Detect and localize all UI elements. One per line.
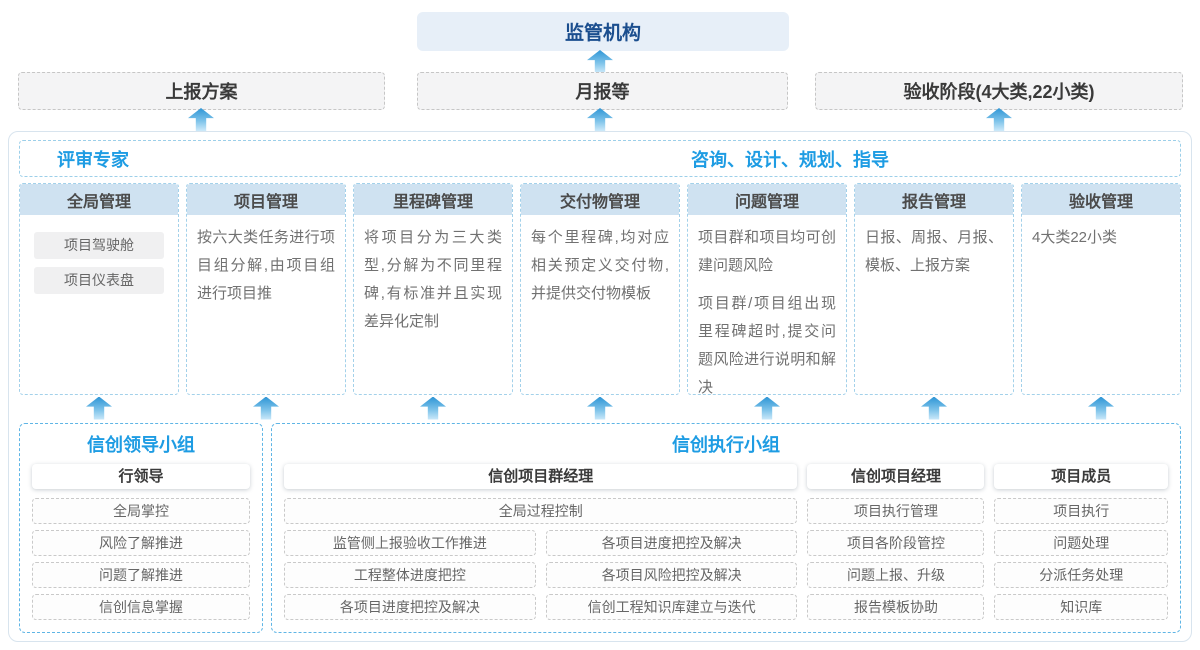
project-manager-item: 项目各阶段管控 bbox=[807, 530, 985, 556]
column-paragraph: 项目群和项目均可创建问题风险 bbox=[698, 229, 836, 274]
top-box-report-plan: 上报方案 bbox=[18, 72, 385, 110]
column-paragraph: 每个里程碑,均对应相关预定义交付物,并提供交付物模板 bbox=[531, 229, 669, 302]
project-manager-column: 信创项目经理 项目执行管理 项目各阶段管控 问题上报、升级 报告模板协助 bbox=[807, 464, 985, 626]
column-paragraph: 将项目分为三大类型,分解为不同里程碑,有标准并且实现差异化定制 bbox=[364, 229, 502, 330]
program-manager-role-box: 信创项目群经理 bbox=[284, 464, 798, 489]
member-item: 分派任务处理 bbox=[994, 562, 1168, 588]
top-box-monthly-report: 月报等 bbox=[417, 72, 788, 110]
project-manager-item: 问题上报、升级 bbox=[807, 562, 985, 588]
arrow-up-icon bbox=[1088, 396, 1114, 420]
column-global-management: 全局管理 项目驾驶舱 项目仪表盘 bbox=[19, 183, 179, 395]
column-body: 将项目分为三大类型,分解为不同里程碑,有标准并且实现差异化定制 bbox=[354, 215, 512, 355]
member-item: 知识库 bbox=[994, 594, 1168, 620]
member-item: 问题处理 bbox=[994, 530, 1168, 556]
arrow-up-icon bbox=[754, 396, 780, 420]
program-manager-column: 信创项目群经理 全局过程控制 监管侧上报验收工作推进 各项目进度把控及解决 工程… bbox=[284, 464, 798, 626]
member-item: 项目执行 bbox=[994, 498, 1168, 524]
column-header: 报告管理 bbox=[855, 184, 1013, 215]
arrow-up-icon bbox=[921, 396, 947, 420]
column-paragraph: 日报、周报、月报、模板、上报方案 bbox=[865, 229, 1003, 274]
consulting-design-label: 咨询、设计、规划、指导 bbox=[691, 149, 889, 170]
leader-item: 风险了解推进 bbox=[32, 530, 250, 556]
column-header: 验收管理 bbox=[1022, 184, 1180, 215]
column-body: 按六大类任务进行项目组分解,由项目组进行项目推 bbox=[187, 215, 345, 327]
exec-group-title: 信创执行小组 bbox=[672, 435, 780, 455]
leader-group: 信创领导小组 行领导 全局掌控 风险了解推进 问题了解推进 信创信息掌握 bbox=[19, 423, 263, 633]
arrow-up-icon bbox=[587, 396, 613, 420]
column-header: 全局管理 bbox=[20, 184, 178, 215]
exec-group: 信创执行小组 信创项目群经理 全局过程控制 监管侧上报验收工作推进 各项目进度把… bbox=[271, 423, 1181, 633]
column-milestone-management: 里程碑管理 将项目分为三大类型,分解为不同里程碑,有标准并且实现差异化定制 bbox=[353, 183, 513, 395]
column-deliverable-management: 交付物管理 每个里程碑,均对应相关预定义交付物,并提供交付物模板 bbox=[520, 183, 680, 395]
column-paragraph: 4大类22小类 bbox=[1032, 229, 1118, 246]
column-body: 每个里程碑,均对应相关预定义交付物,并提供交付物模板 bbox=[521, 215, 679, 327]
column-body: 日报、周报、月报、模板、上报方案 bbox=[855, 215, 1013, 299]
column-acceptance-management: 验收管理 4大类22小类 bbox=[1021, 183, 1181, 395]
arrow-up-icon bbox=[420, 396, 446, 420]
program-manager-item: 各项目风险把控及解决 bbox=[545, 562, 798, 588]
program-manager-item: 监管侧上报验收工作推进 bbox=[284, 530, 536, 556]
column-body: 项目驾驶舱 项目仪表盘 bbox=[20, 215, 178, 305]
leader-group-title: 信创领导小组 bbox=[87, 435, 195, 455]
main-panel: 评审专家 咨询、设计、规划、指导 全局管理 项目驾驶舱 项目仪表盘 项目管理 按… bbox=[8, 131, 1192, 642]
program-manager-item: 工程整体进度把控 bbox=[284, 562, 536, 588]
experts-bar: 评审专家 咨询、设计、规划、指导 bbox=[19, 140, 1181, 177]
column-issue-management: 问题管理 项目群和项目均可创建问题风险 项目群/项目组出现里程碑超时,提交问题风… bbox=[687, 183, 847, 395]
members-column: 项目成员 项目执行 问题处理 分派任务处理 知识库 bbox=[994, 464, 1168, 626]
arrow-up-icon bbox=[587, 108, 613, 131]
column-body: 4大类22小类 bbox=[1022, 215, 1180, 271]
column-arrows-row bbox=[19, 395, 1181, 421]
column-paragraph: 按六大类任务进行项目组分解,由项目组进行项目推 bbox=[197, 229, 335, 302]
leader-item: 问题了解推进 bbox=[32, 562, 250, 588]
column-header: 问题管理 bbox=[688, 184, 846, 215]
top-box-acceptance-phase: 验收阶段(4大类,22小类) bbox=[815, 72, 1183, 110]
column-body: 项目群和项目均可创建问题风险 项目群/项目组出现里程碑超时,提交问题风险进行说明… bbox=[688, 215, 846, 395]
program-manager-item: 各项目进度把控及解决 bbox=[284, 594, 536, 620]
column-report-management: 报告管理 日报、周报、月报、模板、上报方案 bbox=[854, 183, 1014, 395]
leader-item: 信创信息掌握 bbox=[32, 594, 250, 620]
regulator-box: 监管机构 bbox=[417, 12, 789, 51]
project-cockpit-chip: 项目驾驶舱 bbox=[34, 232, 164, 259]
project-dashboard-chip: 项目仪表盘 bbox=[34, 267, 164, 294]
program-manager-item: 全局过程控制 bbox=[284, 498, 798, 524]
column-header: 交付物管理 bbox=[521, 184, 679, 215]
arrow-up-icon bbox=[253, 396, 279, 420]
bank-leader-role-box: 行领导 bbox=[32, 464, 250, 489]
management-columns: 全局管理 项目驾驶舱 项目仪表盘 项目管理 按六大类任务进行项目组分解,由项目组… bbox=[19, 183, 1181, 395]
program-manager-item: 各项目进度把控及解决 bbox=[545, 530, 798, 556]
leader-item: 全局掌控 bbox=[32, 498, 250, 524]
arrow-up-icon bbox=[587, 50, 613, 73]
column-header: 里程碑管理 bbox=[354, 184, 512, 215]
column-header: 项目管理 bbox=[187, 184, 345, 215]
project-manager-role-box: 信创项目经理 bbox=[807, 464, 985, 489]
project-manager-item: 报告模板协助 bbox=[807, 594, 985, 620]
members-role-box: 项目成员 bbox=[994, 464, 1168, 489]
column-project-management: 项目管理 按六大类任务进行项目组分解,由项目组进行项目推 bbox=[186, 183, 346, 395]
arrow-up-icon bbox=[86, 396, 112, 420]
project-manager-item: 项目执行管理 bbox=[807, 498, 985, 524]
arrow-up-icon bbox=[986, 108, 1012, 131]
program-manager-item: 信创工程知识库建立与迭代 bbox=[545, 594, 798, 620]
column-paragraph: 项目群/项目组出现里程碑超时,提交问题风险进行说明和解决 bbox=[698, 295, 836, 395]
arrow-up-icon bbox=[188, 108, 214, 131]
review-experts-label: 评审专家 bbox=[57, 149, 129, 170]
